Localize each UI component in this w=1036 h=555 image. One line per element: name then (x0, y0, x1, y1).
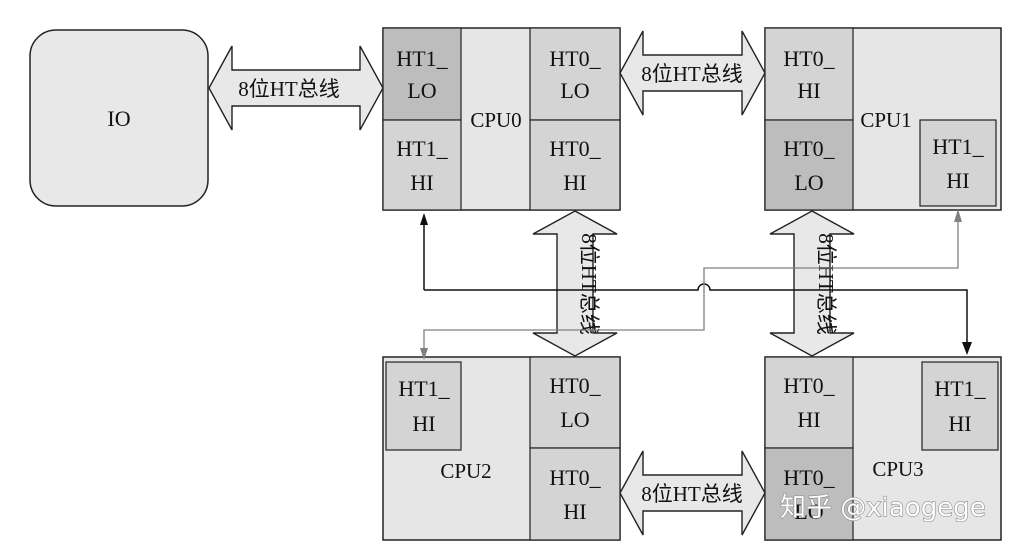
svg-text:HT1_: HT1_ (396, 136, 448, 161)
link-cpu0-cpu3 (420, 213, 972, 355)
svg-text:HT1_: HT1_ (396, 46, 448, 71)
cpu0-port-ht1-lo: HT1_ LO (382, 27, 462, 121)
cpu0-port-ht0-hi: HT0_ HI (529, 119, 621, 211)
svg-text:HT0_: HT0_ (549, 465, 601, 490)
io-label: IO (107, 106, 130, 131)
cpu2-port-ht0-hi: HT0_ HI (529, 447, 621, 541)
cpu3-name: CPU3 (872, 457, 923, 481)
svg-text:HI: HI (563, 170, 586, 195)
cpu3-port-ht1-hi: HT1_ HI (921, 361, 999, 451)
svg-text:HT1_: HT1_ (398, 376, 450, 401)
cpu3-block: HT0_ HI HT1_ HI HT0_ LO CPU3 (764, 356, 1002, 541)
cpu0-port-ht1-hi: HT1_ HI (382, 119, 462, 211)
svg-text:HT1_: HT1_ (932, 134, 984, 159)
bus-arrow-io-cpu0: 8位HT总线 (208, 45, 384, 131)
cpu2-name: CPU2 (440, 459, 491, 483)
svg-text:HI: HI (410, 170, 433, 195)
bus-label-io-cpu0: 8位HT总线 (238, 77, 340, 101)
watermark: 知乎 @xiaogege (780, 493, 986, 523)
svg-text:HT0_: HT0_ (783, 46, 835, 71)
svg-text:HI: HI (563, 499, 586, 524)
svg-text:HI: HI (797, 78, 820, 103)
svg-text:HT0_: HT0_ (549, 136, 601, 161)
bus-arrow-cpu1-cpu3: 8位HT总线 (769, 210, 855, 357)
svg-text:HT0_: HT0_ (783, 465, 835, 490)
cpu2-port-ht0-lo: HT0_ LO (529, 356, 621, 449)
svg-text:HT0_: HT0_ (783, 136, 835, 161)
svg-text:LO: LO (560, 78, 589, 103)
bus-arrow-cpu0-cpu1: 8位HT总线 (619, 30, 766, 116)
svg-text:LO: LO (794, 170, 823, 195)
link-cpu1-cpu2 (420, 209, 962, 360)
svg-text:HT0_: HT0_ (783, 373, 835, 398)
svg-text:HT1_: HT1_ (934, 376, 986, 401)
cpu2-block: HT1_ HI HT0_ LO HT0_ HI CPU2 (382, 356, 621, 541)
cpu0-block: HT1_ LO HT0_ LO HT1_ HI HT0_ HI CPU0 (382, 27, 621, 211)
svg-text:HT0_: HT0_ (549, 373, 601, 398)
cpu3-port-ht0-hi: HT0_ HI (764, 356, 854, 449)
bus-label-cpu2-cpu3: 8位HT总线 (641, 482, 743, 506)
cpu0-port-ht0-lo: HT0_ LO (529, 27, 621, 121)
bus-label-cpu1-cpu3: 8位HT总线 (814, 233, 838, 335)
cpu1-block: HT0_ HI HT0_ LO HT1_ HI CPU1 (764, 27, 1002, 211)
cpu3-port-ht0-lo: HT0_ LO (764, 447, 854, 541)
bus-label-cpu0-cpu2: 8位HT总线 (577, 233, 601, 335)
bus-arrow-cpu2-cpu3: 8位HT总线 (619, 450, 766, 536)
cpu2-port-ht1-hi: HT1_ HI (385, 361, 462, 451)
svg-text:HT0_: HT0_ (549, 46, 601, 71)
cpu1-port-ht0-hi: HT0_ HI (764, 27, 854, 121)
cpu1-port-ht1-hi: HT1_ HI (919, 119, 997, 207)
cpu0-name: CPU0 (470, 108, 521, 132)
svg-text:HI: HI (412, 411, 435, 436)
svg-text:HI: HI (946, 168, 969, 193)
svg-text:LO: LO (560, 407, 589, 432)
cpu1-port-ht0-lo: HT0_ LO (764, 119, 854, 211)
svg-text:HI: HI (948, 411, 971, 436)
io-box: IO (29, 29, 209, 207)
bus-arrow-cpu0-cpu2: 8位HT总线 (532, 210, 618, 357)
cpu1-name: CPU1 (860, 108, 911, 132)
bus-label-cpu0-cpu1: 8位HT总线 (641, 62, 743, 86)
svg-text:LO: LO (407, 78, 436, 103)
svg-text:HI: HI (797, 407, 820, 432)
svg-text:LO: LO (794, 499, 823, 524)
